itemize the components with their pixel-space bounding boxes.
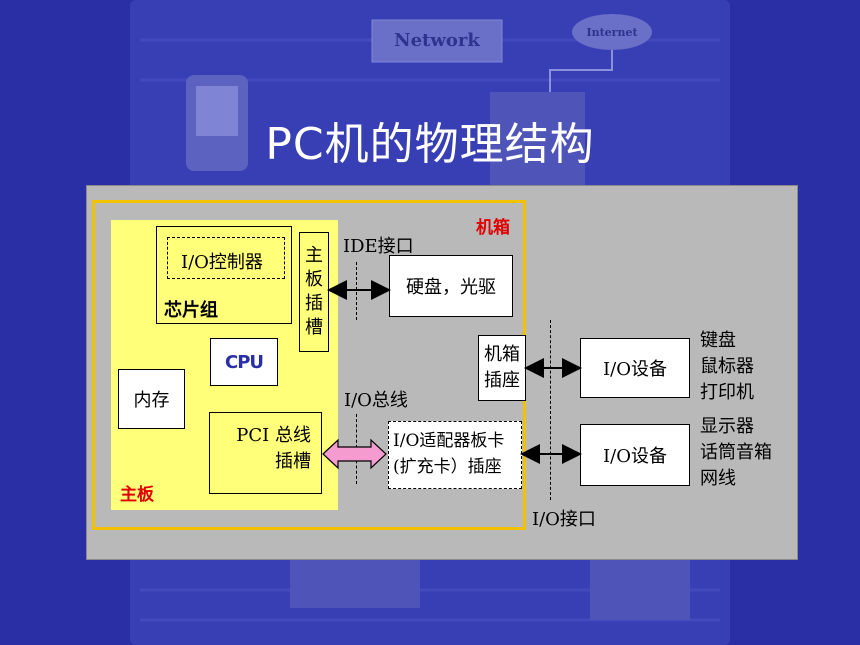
disk-box: 硬盘，光驱 — [389, 255, 513, 317]
adapter-card-line: (扩充卡）插座 — [393, 457, 502, 477]
internet-label: Internet — [586, 26, 638, 39]
network-box — [371, 19, 503, 63]
io-device-label-1: I/O设备 — [603, 359, 667, 380]
device-item: 打印机 — [700, 382, 754, 403]
mainboard-slot-char: 板 — [305, 269, 323, 290]
io-controller-box — [167, 237, 285, 279]
io-interface-label: I/O接口 — [532, 509, 596, 530]
device-list-2: 显示器 话筒音箱 网线 — [700, 414, 772, 492]
page-title: PC机的物理结构 — [265, 119, 595, 170]
mainboard-slot-char: 插 — [305, 293, 323, 314]
io-device-box-2: I/O设备 — [580, 424, 690, 486]
io-device-label-2: I/O设备 — [603, 446, 667, 467]
mainboard-slot-char: 主 — [305, 245, 323, 266]
case-socket-box: 机箱 插座 — [478, 335, 526, 401]
pci-slot-box: PCI 总线 插槽 — [209, 412, 322, 494]
pci-slot-line: 插槽 — [275, 451, 311, 472]
mainboard-slot: 主 板 插 槽 — [299, 232, 329, 352]
cpu-box: CPU — [210, 338, 278, 386]
memory-box: 内存 — [118, 369, 185, 429]
motherboard-label: 主板 — [120, 485, 154, 505]
ide-divider-line — [356, 262, 357, 320]
pci-slot-line: PCI 总线 — [236, 425, 311, 446]
device-item: 键盘 — [700, 330, 736, 351]
chipset-box — [156, 226, 292, 324]
device-item: 鼠标器 — [700, 356, 754, 377]
io-controller-label: I/O控制器 — [181, 252, 263, 273]
bus-divider-line — [356, 414, 357, 484]
case-label: 机箱 — [476, 218, 510, 238]
mainboard-slot-char: 槽 — [305, 317, 323, 338]
ide-interface-label: IDE接口 — [343, 236, 414, 257]
adapter-card-box: I/O适配器板卡 (扩充卡）插座 — [388, 421, 522, 489]
laptop — [290, 560, 420, 608]
cpu-label: CPU — [224, 351, 264, 373]
internet-cloud — [572, 14, 652, 50]
adapter-card-line: I/O适配器板卡 — [393, 431, 505, 451]
device-item: 网线 — [700, 468, 736, 489]
chipset-label: 芯片组 — [164, 300, 218, 321]
case-socket-line: 插座 — [484, 370, 520, 391]
server-rack — [490, 92, 585, 187]
memory-label: 内存 — [133, 390, 170, 411]
keypad — [590, 560, 690, 620]
device-item: 显示器 — [700, 416, 754, 437]
case-socket-line: 机箱 — [484, 344, 520, 365]
io-device-box-1: I/O设备 — [580, 338, 690, 398]
device-list-1: 键盘 鼠标器 打印机 — [700, 328, 754, 406]
io-interface-divider-line — [550, 320, 551, 500]
io-bus-label: I/O总线 — [344, 390, 408, 411]
disk-label: 硬盘，光驱 — [406, 277, 496, 298]
device-item: 话筒音箱 — [700, 442, 772, 463]
network-label: Network — [394, 30, 480, 51]
